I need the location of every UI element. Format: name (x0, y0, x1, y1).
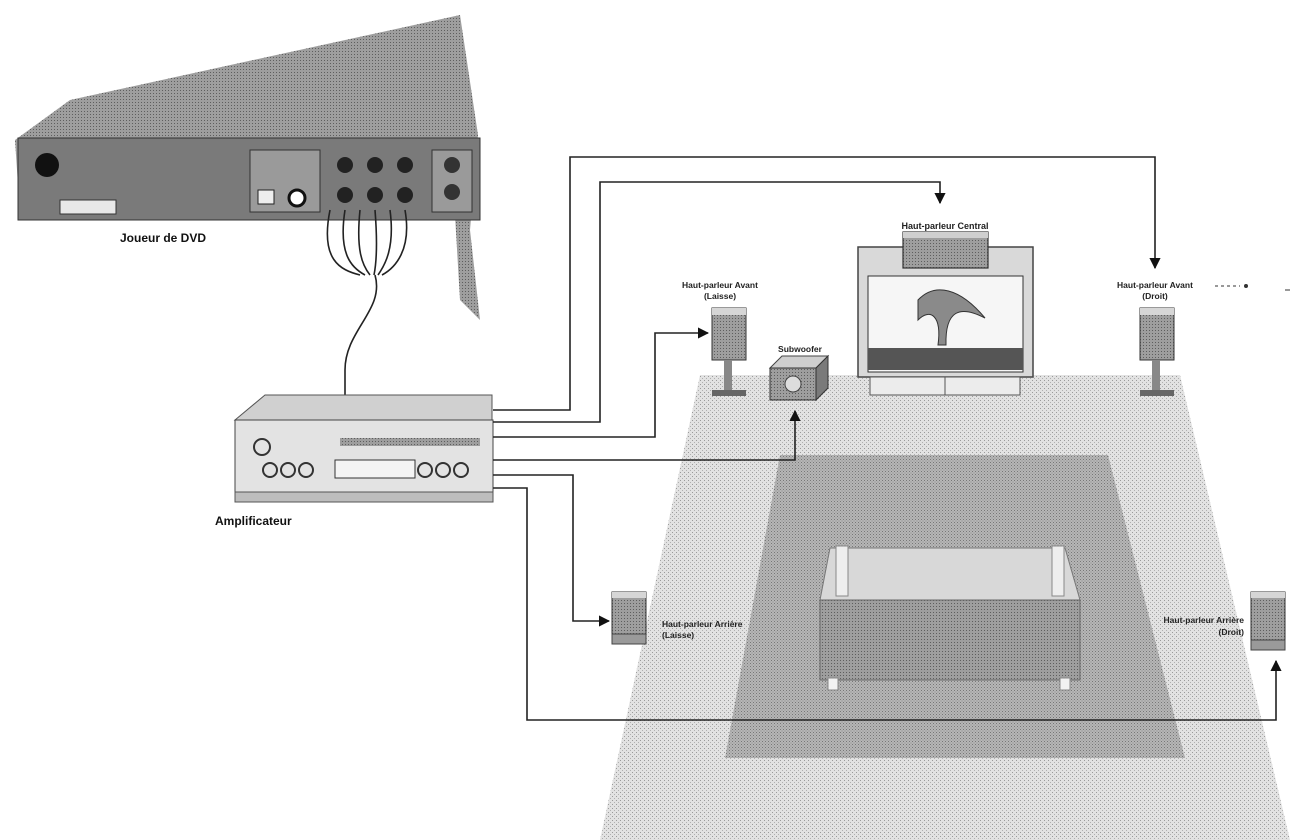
amplifier-label: Amplificateur (215, 514, 292, 528)
rear-right-label-line1: Haut-parleur Arrière (1164, 615, 1245, 625)
rear-right-speaker (1251, 592, 1285, 650)
wire-rear-left (493, 475, 609, 621)
front-right-label-line1: Haut-parleur Avant (1117, 280, 1193, 290)
scan-artifact-marks (1215, 284, 1290, 290)
power-socket-icon (35, 153, 59, 177)
subwoofer-label: Subwoofer (778, 344, 823, 354)
center-speaker-label: Haut-parleur Central (901, 221, 988, 231)
front-right-label-line2: (Droit) (1142, 291, 1168, 301)
center-speaker (903, 232, 988, 268)
front-left-label-line2: (Laisse) (704, 291, 736, 301)
dvd-player-label: Joueur de DVD (120, 231, 206, 245)
rear-left-label-line1: Haut-parleur Arrière (662, 619, 743, 629)
amplifier (235, 395, 493, 502)
dvd-player (15, 15, 480, 320)
rear-right-label-line2: (Droit) (1219, 627, 1245, 637)
coffee-table (820, 546, 1080, 690)
tv-cabinet (858, 247, 1033, 395)
rear-left-speaker (612, 592, 646, 644)
dvd-cable-bundle (327, 210, 406, 400)
front-left-label-line1: Haut-parleur Avant (682, 280, 758, 290)
subwoofer (770, 356, 828, 400)
rear-left-label-line2: (Laisse) (662, 630, 694, 640)
